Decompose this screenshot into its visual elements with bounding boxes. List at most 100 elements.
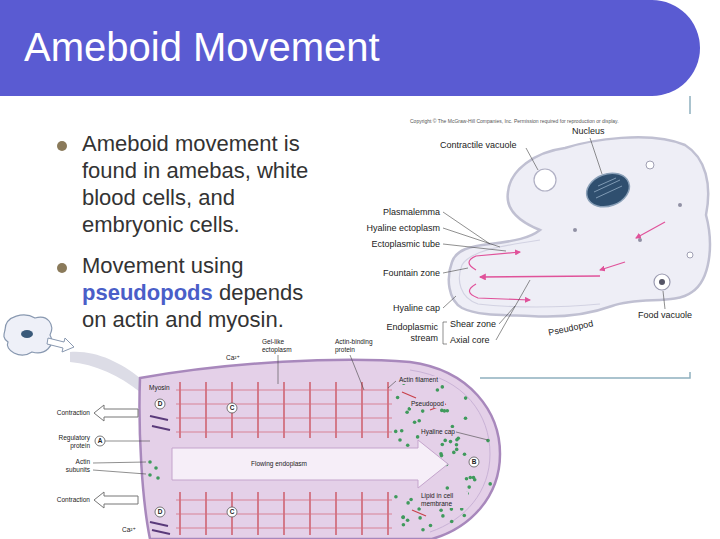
actin-subunit (488, 482, 492, 486)
actin-filament (283, 492, 284, 535)
granule (638, 238, 642, 242)
actin-filament (176, 432, 392, 433)
bullet-text: Movement using (82, 253, 243, 278)
leader-line (105, 441, 150, 442)
actin-subunit (409, 498, 413, 502)
actin-subunit (417, 419, 421, 423)
leader-lines (93, 355, 488, 474)
actin-filament (176, 404, 392, 405)
actin-subunit (455, 448, 459, 452)
label-anchor: Food vacuole (638, 310, 692, 321)
leader-line (443, 268, 468, 273)
actin-subunit (486, 439, 490, 443)
label-anchor: Contractile vacuole (440, 140, 517, 151)
actin-subunit (394, 495, 398, 499)
actin-filament (176, 500, 392, 501)
actin-subunit (467, 485, 471, 489)
part-label: Hyaline cap (393, 303, 440, 314)
actin-subunit (439, 509, 443, 513)
actin-subunit (396, 396, 400, 400)
food-vacuole (654, 274, 670, 290)
actin-subunit (450, 507, 454, 511)
granule (687, 252, 693, 258)
actin-subunit (148, 460, 152, 464)
label-anchor: C (227, 507, 237, 517)
part-label: Ca²⁺ (226, 354, 240, 362)
actin-subunit (413, 420, 417, 424)
label-anchor: B (469, 457, 479, 467)
actin-filament (176, 528, 392, 529)
actin-subunit (418, 516, 422, 520)
flow-arrow (636, 222, 665, 238)
label-anchor: Regulatory protein (46, 434, 90, 450)
amoeba-icon-nucleus (21, 330, 33, 338)
label-anchor: A (95, 436, 105, 446)
label-anchor: Endoplasmic stream (382, 322, 438, 344)
leader-line (443, 296, 456, 308)
fountain-arrow (469, 252, 520, 270)
myosin (152, 530, 170, 534)
label-anchor: Actin filament (398, 376, 439, 384)
callout-circle (95, 436, 105, 446)
actin-subunit (416, 435, 420, 439)
granule (678, 203, 682, 207)
image-ground (352, 114, 716, 372)
zoom-arrow (47, 338, 74, 352)
callout-circle (469, 457, 479, 467)
part-label: Flowing endoplasm (250, 460, 308, 468)
label-anchor: Plasmalemma (383, 207, 440, 218)
flow-arrow (600, 262, 625, 270)
actin-subunit (443, 439, 447, 443)
actin-subunit (441, 385, 445, 389)
leader-line (388, 381, 396, 388)
actin-subunit (441, 443, 445, 447)
part-label: Shear zone (450, 319, 496, 330)
callout-circle (155, 399, 165, 409)
actin-subunit (405, 411, 409, 415)
part-label: Actin-binding protein (335, 338, 381, 354)
part-label: Fountain zone (383, 268, 440, 279)
nucleus-texture (594, 178, 622, 198)
endoplasm-flow-arrow (172, 440, 448, 488)
actin-subunit (441, 514, 445, 518)
actin-subunit (398, 438, 402, 442)
part-label: Axial core (450, 335, 490, 346)
actin-subunit (452, 451, 456, 455)
bullet-anchor: Ameboid movement is found in amebas, whi… (82, 130, 327, 238)
myosin (150, 416, 168, 420)
actin-filament (257, 492, 258, 535)
label-anchor: Pseudopod (548, 323, 594, 334)
part-label: Ectoplasmic tube (371, 239, 440, 250)
part-label: Pseudopod (547, 318, 594, 338)
part-label: Endoplasmic stream (382, 322, 438, 344)
label-anchor: Ectoplasmic tube (371, 239, 440, 250)
actin-subunit (464, 396, 468, 400)
leader-lines (443, 138, 665, 344)
actin-subunit (401, 515, 405, 519)
label-anchor: D (155, 507, 165, 517)
part-label: Lipid in cell membrane (420, 492, 468, 508)
pseudopod-section (139, 360, 500, 539)
part-label: Regulatory protein (46, 434, 90, 450)
actin-subunit (464, 417, 468, 421)
actin-filament (179, 492, 180, 535)
actin-subunit (465, 477, 469, 481)
bullet-dot (57, 141, 67, 151)
axial-stream-arrow (480, 276, 600, 277)
label-anchor: Lipid in cell membrane (420, 492, 468, 508)
actin-subunit (421, 528, 425, 532)
leader-line (93, 462, 146, 463)
actin-subunit (402, 523, 406, 527)
actin-subunit (429, 524, 433, 528)
actin-subunit (463, 514, 467, 518)
actin-filament (387, 492, 388, 535)
bullet-anchor: Movement using pseudopods depends on act… (82, 252, 327, 333)
label-anchor: Gel-like ectoplasm (262, 338, 298, 354)
contraction-arrow (94, 492, 138, 508)
leader-line (456, 432, 488, 440)
bracket (443, 322, 447, 344)
actin-filament (412, 510, 426, 516)
myosin-group (150, 416, 170, 534)
label-anchor: Contraction (57, 496, 90, 504)
actin-filament (309, 492, 310, 535)
